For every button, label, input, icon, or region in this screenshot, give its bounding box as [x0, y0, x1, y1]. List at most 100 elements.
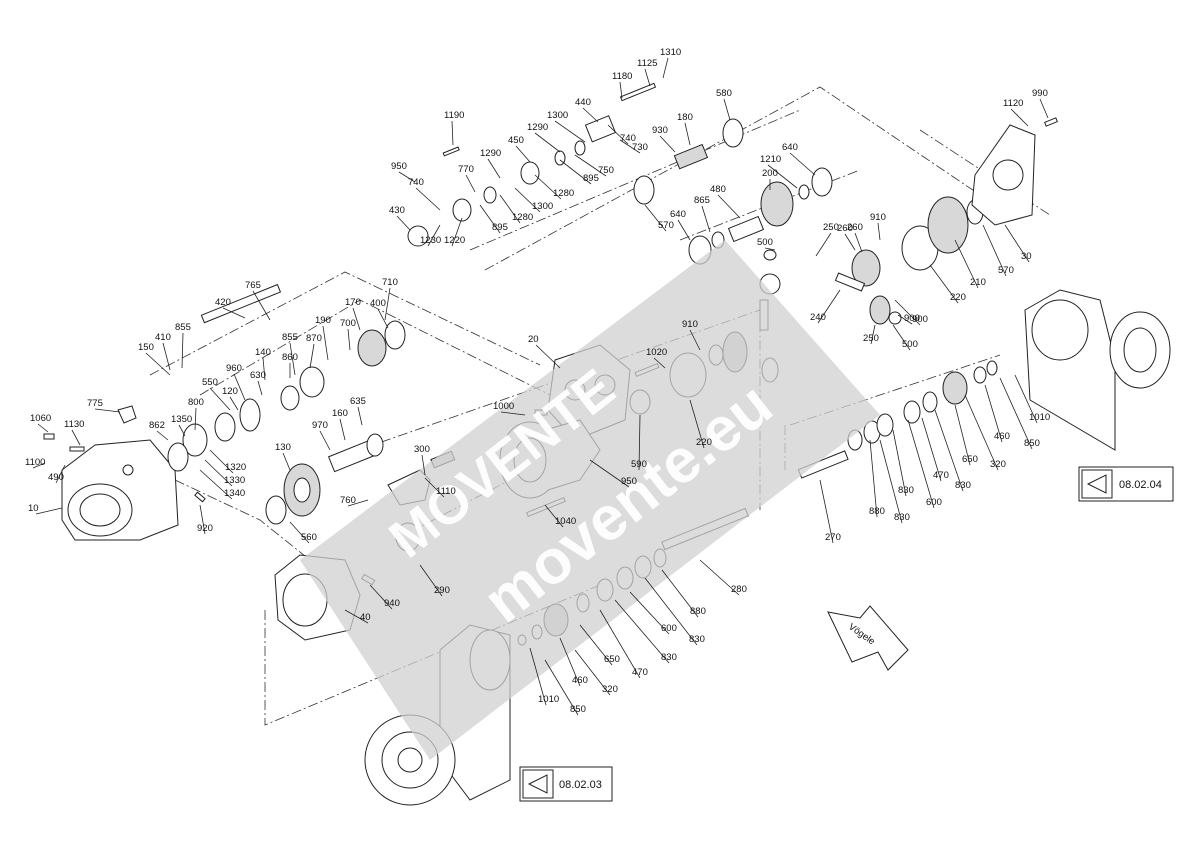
part-number-label[interactable]: 830: [894, 512, 910, 523]
part-number-label[interactable]: 740: [620, 133, 636, 144]
part-number-label[interactable]: 1300: [532, 201, 553, 212]
part-number-label[interactable]: 280: [731, 584, 747, 595]
part-number-label[interactable]: 1180: [612, 71, 632, 82]
part-number-label[interactable]: 775: [87, 398, 103, 409]
part-number-label[interactable]: 1320: [225, 462, 246, 473]
reference-box-top-right[interactable]: 08.02.04: [1078, 466, 1174, 502]
part-number-label[interactable]: 895: [492, 222, 508, 233]
part-number-label[interactable]: 500: [902, 339, 918, 350]
part-number-label[interactable]: 860: [282, 352, 298, 363]
part-number-label[interactable]: 640: [782, 142, 798, 153]
part-number-label[interactable]: 210: [970, 277, 986, 288]
part-number-label[interactable]: 900: [904, 313, 920, 324]
part-number-label[interactable]: 830: [661, 652, 677, 663]
part-number-label[interactable]: 190: [315, 315, 331, 326]
part-number-label[interactable]: 870: [306, 333, 322, 344]
part-number-label[interactable]: 1280: [553, 188, 574, 199]
part-number-label[interactable]: 940: [384, 598, 400, 609]
part-number-label[interactable]: 880: [690, 606, 706, 617]
part-number-label[interactable]: 710: [382, 277, 398, 288]
part-number-label[interactable]: 140: [255, 347, 271, 358]
part-number-label[interactable]: 990: [1032, 88, 1048, 99]
part-number-label[interactable]: 170: [345, 297, 361, 308]
part-number-label[interactable]: 910: [682, 319, 698, 330]
part-number-label[interactable]: 1040: [555, 516, 576, 527]
part-number-label[interactable]: 1130: [64, 419, 84, 430]
part-number-label[interactable]: 440: [575, 97, 591, 108]
part-number-label[interactable]: 800: [188, 397, 204, 408]
part-number-label[interactable]: 740: [408, 177, 424, 188]
part-number-label[interactable]: 590: [631, 459, 647, 470]
part-number-label[interactable]: 1190: [444, 110, 464, 121]
part-number-label[interactable]: 900: [912, 314, 928, 325]
part-number-label[interactable]: 490: [48, 472, 64, 483]
part-number-label[interactable]: 580: [716, 88, 732, 99]
part-number-label[interactable]: 460: [994, 431, 1010, 442]
part-number-label[interactable]: 570: [658, 220, 674, 231]
part-number-label[interactable]: 1060: [30, 413, 51, 424]
part-number-label[interactable]: 635: [350, 396, 366, 407]
part-number-label[interactable]: 1100: [25, 457, 45, 468]
part-number-label[interactable]: 130: [275, 442, 291, 453]
part-number-label[interactable]: 550: [202, 377, 218, 388]
part-number-label[interactable]: 1350: [171, 414, 192, 425]
part-number-label[interactable]: 20: [528, 334, 539, 345]
part-number-label[interactable]: 10: [28, 503, 39, 514]
part-number-label[interactable]: 220: [950, 292, 966, 303]
part-number-label[interactable]: 650: [604, 654, 620, 665]
part-number-label[interactable]: 460: [572, 675, 588, 686]
part-number-label[interactable]: 1010: [1029, 412, 1050, 423]
part-number-label[interactable]: 855: [175, 322, 191, 333]
part-number-label[interactable]: 760: [340, 495, 356, 506]
part-number-label[interactable]: 700: [340, 318, 356, 329]
part-number-label[interactable]: 910: [870, 212, 886, 223]
part-number-label[interactable]: 1010: [538, 694, 559, 705]
part-number-label[interactable]: 960: [226, 363, 242, 374]
part-number-label[interactable]: 240: [810, 312, 826, 323]
part-number-label[interactable]: 120: [222, 386, 238, 397]
part-number-label[interactable]: 865: [694, 195, 710, 206]
part-number-label[interactable]: 570: [998, 265, 1014, 276]
part-number-label[interactable]: 1000: [493, 401, 514, 412]
part-number-label[interactable]: 1220: [444, 235, 465, 246]
part-number-label[interactable]: 920: [197, 523, 213, 534]
part-number-label[interactable]: 640: [670, 209, 686, 220]
part-number-label[interactable]: 1300: [547, 110, 568, 121]
part-number-label[interactable]: 320: [990, 459, 1006, 470]
part-number-label[interactable]: 1210: [760, 154, 781, 165]
part-number-label[interactable]: 470: [933, 470, 949, 481]
part-number-label[interactable]: 830: [689, 634, 705, 645]
part-number-label[interactable]: 150: [138, 342, 154, 353]
part-number-label[interactable]: 1280: [512, 212, 533, 223]
part-number-label[interactable]: 1120: [1003, 98, 1023, 109]
part-number-label[interactable]: 160: [332, 408, 348, 419]
part-number-label[interactable]: 1230: [420, 235, 441, 246]
part-number-label[interactable]: 40: [360, 612, 371, 623]
part-number-label[interactable]: 895: [583, 173, 599, 184]
part-number-label[interactable]: 480: [710, 184, 726, 195]
part-number-label[interactable]: 450: [508, 135, 524, 146]
part-number-label[interactable]: 1340: [224, 488, 245, 499]
part-number-label[interactable]: 430: [389, 205, 405, 216]
part-number-label[interactable]: 470: [632, 667, 648, 678]
part-number-label[interactable]: 770: [458, 164, 474, 175]
part-number-label[interactable]: 400: [370, 298, 386, 309]
part-number-label[interactable]: 830: [955, 480, 971, 491]
part-number-label[interactable]: 290: [434, 585, 450, 596]
part-number-label[interactable]: 765: [245, 280, 261, 291]
part-number-label[interactable]: 1290: [480, 148, 501, 159]
part-number-label[interactable]: 850: [570, 704, 586, 715]
part-number-label[interactable]: 880: [869, 506, 885, 517]
part-number-label[interactable]: 730: [632, 142, 648, 153]
part-number-label[interactable]: 320: [602, 684, 618, 695]
part-number-label[interactable]: 862: [149, 420, 165, 431]
part-number-label[interactable]: 600: [926, 497, 942, 508]
part-number-label[interactable]: 250: [863, 333, 879, 344]
part-number-label[interactable]: 1110: [436, 486, 456, 497]
part-number-label[interactable]: 300: [414, 444, 430, 455]
part-number-label[interactable]: 180: [677, 112, 693, 123]
part-number-label[interactable]: 1310: [660, 47, 681, 58]
part-number-label[interactable]: 650: [962, 454, 978, 465]
part-number-label[interactable]: 410: [155, 332, 171, 343]
part-number-label[interactable]: 750: [598, 165, 614, 176]
